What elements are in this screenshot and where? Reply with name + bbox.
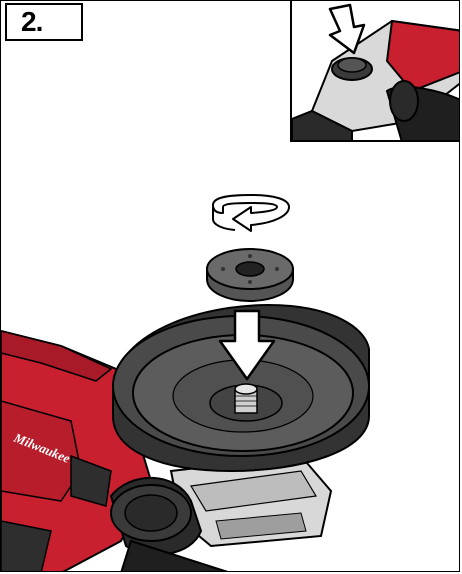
- spindle: [235, 384, 257, 413]
- rotate-arrow-icon: [213, 195, 289, 231]
- spindle-lock-illustration: [292, 1, 460, 142]
- flange-nut: [207, 249, 293, 301]
- spindle-lock-inset: [290, 1, 460, 142]
